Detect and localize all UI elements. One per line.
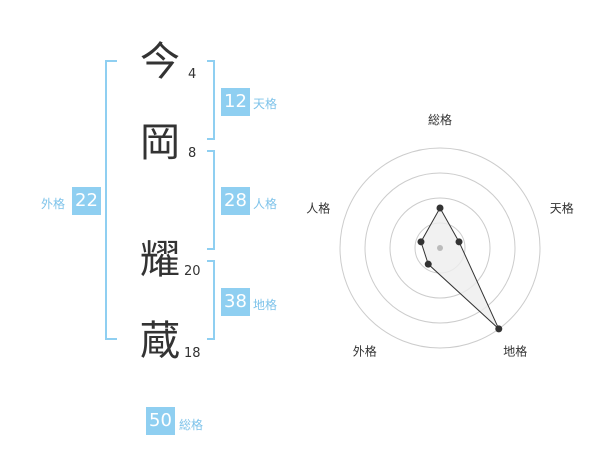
axis-label-chikaku: 地格: [503, 344, 527, 359]
tenkaku-bracket: [207, 60, 215, 140]
radar-ring: [389, 197, 491, 299]
gaikaku-label: 外格: [41, 197, 66, 211]
radar-data-area: [420, 206, 500, 330]
kanji-2: 岡: [140, 120, 180, 166]
gaikaku-value: 22: [72, 187, 101, 215]
chikaku-value: 38: [221, 288, 250, 316]
axis-label-tenkaku: 天格: [550, 200, 574, 215]
radar-point-3: [424, 260, 432, 268]
radar-point-1: [455, 238, 463, 246]
axis-label-jinkaku: 人格: [306, 200, 330, 215]
chikaku-label: 地格: [253, 298, 278, 312]
stroke-count-2: 8: [188, 146, 197, 161]
axis-label-soukaku: 総格: [428, 112, 452, 127]
radar-point-2: [495, 325, 503, 333]
stroke-count-3: 20: [184, 264, 201, 279]
soukaku-value: 50: [146, 407, 175, 435]
kanji-4: 蔵: [140, 318, 180, 364]
chikaku-bracket: [207, 260, 215, 340]
radar-ring: [339, 147, 541, 349]
radar-ring: [364, 172, 516, 324]
stroke-count-4: 18: [184, 346, 201, 361]
gaikaku-bracket: [105, 60, 117, 340]
radar-center-dot: [437, 245, 443, 251]
radar-point-0: [436, 204, 444, 212]
kanji-3: 耀: [140, 237, 180, 283]
kanji-1: 今: [140, 39, 180, 85]
tenkaku-value: 12: [221, 88, 250, 116]
jinkaku-value: 28: [221, 187, 250, 215]
axis-label-gaikaku: 外格: [353, 344, 377, 359]
tenkaku-label: 天格: [253, 97, 278, 111]
stroke-count-1: 4: [188, 67, 197, 82]
jinkaku-bracket: [207, 150, 215, 250]
radar-point-4: [417, 238, 425, 246]
jinkaku-label: 人格: [253, 197, 278, 211]
soukaku-label: 総格: [179, 418, 204, 432]
